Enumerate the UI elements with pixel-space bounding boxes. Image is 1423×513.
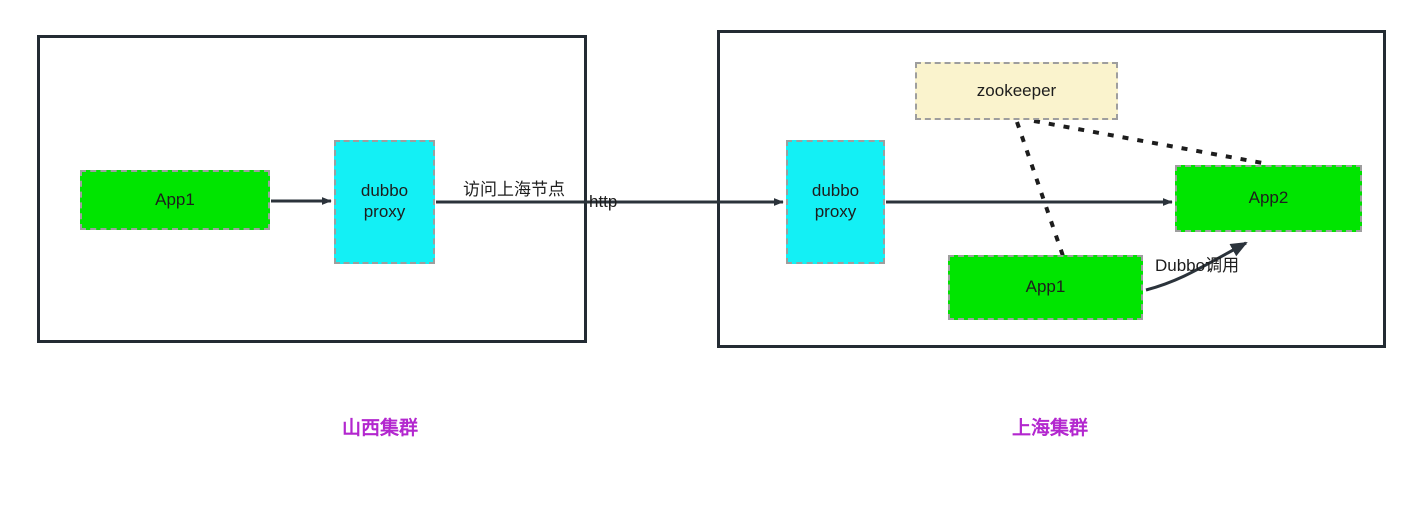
node-label: App1 [1025, 277, 1066, 297]
node-label: zookeeper [976, 80, 1057, 100]
node-label: App2 [1248, 188, 1289, 208]
cluster-box-shanghai [717, 30, 1386, 348]
node-label: dubbo proxy [360, 181, 409, 221]
node-shanghai-app2[interactable]: App2 [1175, 165, 1362, 232]
node-label: App1 [155, 189, 195, 209]
edge-label-dubbo-call: Dubbo调用 [1155, 256, 1240, 275]
edge-label-visit-shanghai-node: 访问上海节点 [463, 180, 565, 199]
node-shanghai-dubbo-proxy[interactable]: dubbo proxy [786, 140, 885, 264]
node-shanghai-app1[interactable]: App1 [948, 255, 1143, 320]
node-shanxi-app1[interactable]: App1 [80, 170, 270, 230]
node-zookeeper[interactable]: zookeeper [915, 62, 1118, 120]
cluster-label-shanghai: 上海集群 [1011, 418, 1088, 439]
edge-label-http: http [589, 192, 618, 211]
node-label: dubbo proxy [811, 181, 860, 221]
cluster-box-shanxi [37, 35, 587, 343]
cluster-label-shanxi: 山西集群 [341, 418, 418, 439]
node-shanxi-dubbo-proxy[interactable]: dubbo proxy [334, 140, 435, 264]
